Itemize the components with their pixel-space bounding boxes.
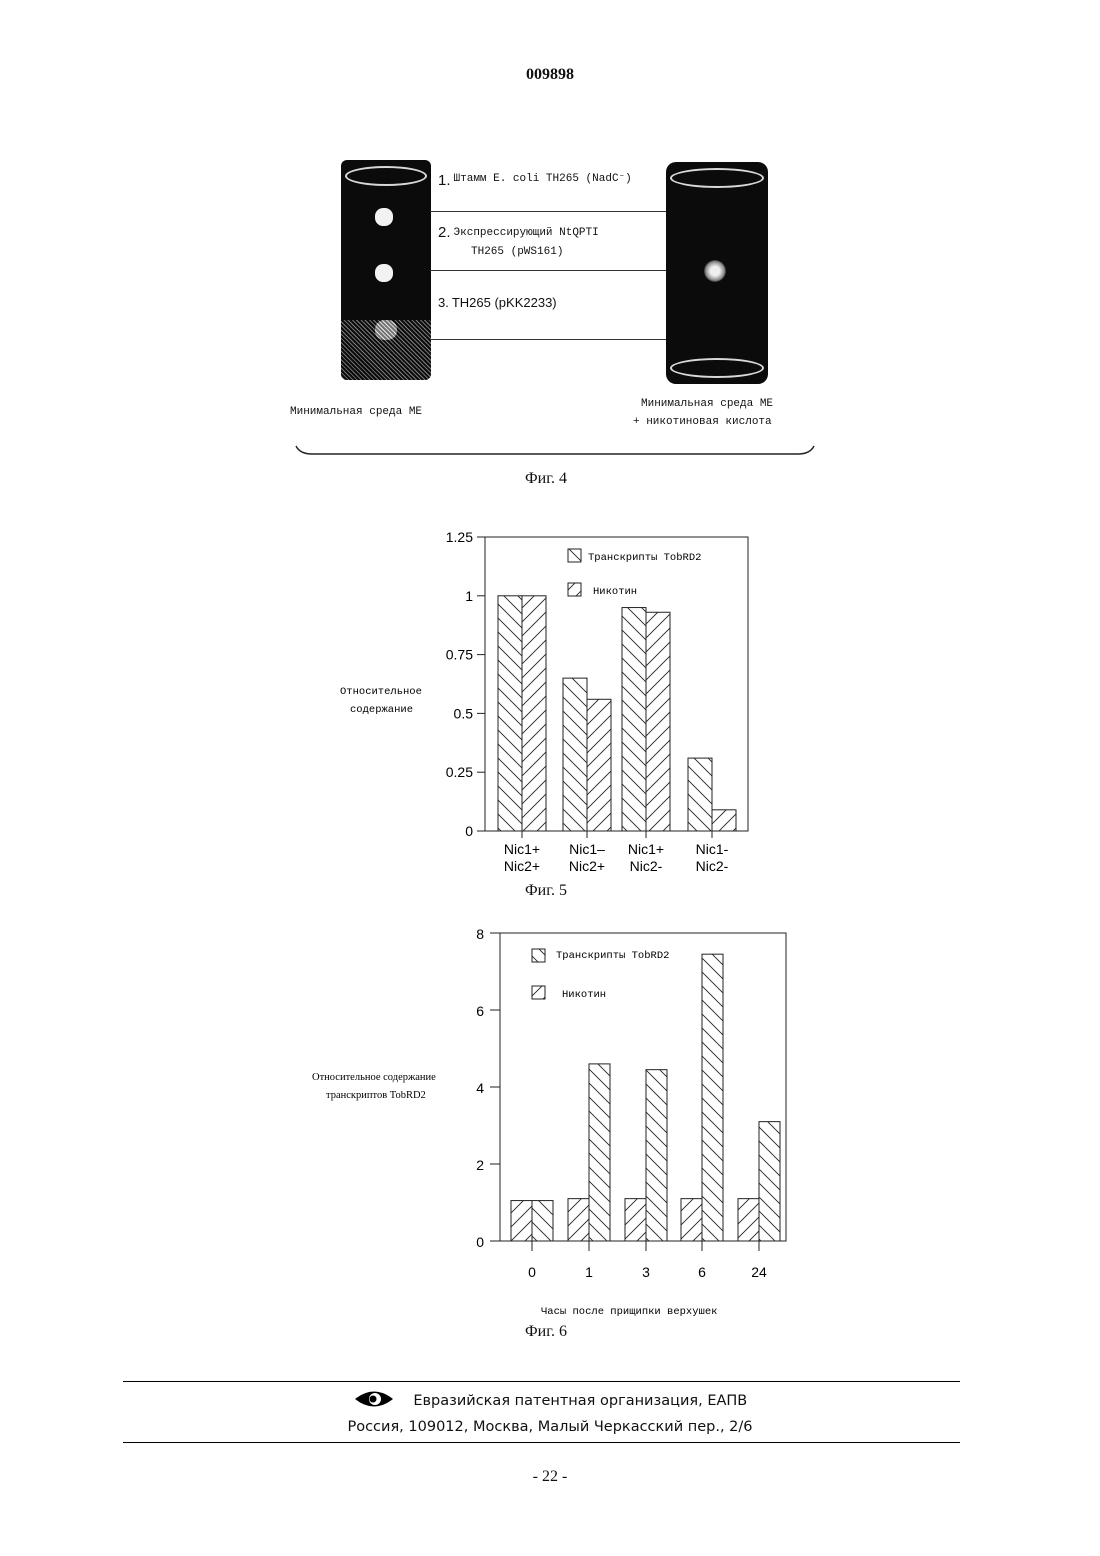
petri-plate-left: [341, 160, 431, 380]
legend-swatch-nicotine: [532, 986, 545, 999]
bar-transcripts-2: [622, 608, 646, 831]
left-medium-label: Минимальная среда МЕ: [290, 406, 422, 418]
bar-transcripts-0: [532, 1201, 553, 1241]
figure-5-caption: Фиг. 5: [525, 882, 567, 900]
plot-frame: [500, 933, 786, 1241]
bar-transcripts-3: [688, 758, 712, 831]
petri-plate-right: [666, 162, 768, 384]
footer-rule-top: [123, 1381, 960, 1382]
x-tick-label: 3: [642, 1264, 650, 1280]
bar-transcripts-1: [589, 1064, 610, 1241]
figure-6-caption: Фиг. 6: [525, 1323, 567, 1341]
x-tick-label: Nic1-: [696, 841, 729, 857]
row-divider-1: [430, 211, 666, 212]
lawn-texture: [341, 320, 431, 380]
bar-transcripts-2: [646, 1070, 667, 1241]
y-tick-label: 2: [476, 1157, 484, 1173]
legend-label-nicotine: Никотин: [593, 586, 637, 598]
legend-swatch-nicotine: [568, 583, 581, 596]
bar-nicotine-1: [568, 1199, 589, 1241]
figure-4-caption: Фиг. 4: [525, 470, 567, 488]
colony-1: [375, 208, 393, 226]
x-tick-label: 0: [528, 1264, 536, 1280]
right-medium-label-1: Минимальная среда МЕ: [641, 398, 773, 410]
bar-nicotine-0: [511, 1201, 532, 1241]
row-divider-3: [430, 339, 666, 340]
y-tick-label: 0.5: [454, 705, 474, 721]
y-tick-label: 4: [476, 1080, 484, 1096]
y-tick-label: 1: [465, 588, 473, 604]
figure-5-chart: 00.250.50.7511.25 Nic1+Nic2+Nic1–Nic2+Ni…: [330, 520, 770, 885]
x-axis-label: Часы после прищипки верхушек: [541, 1306, 717, 1318]
footer-org-text: Евразийская патентная организация, ЕАПВ: [413, 1393, 747, 1409]
y-tick-label: 0.25: [446, 764, 473, 780]
y-tick-label: 1.25: [446, 529, 473, 545]
footer-address: Россия, 109012, Москва, Малый Черкасский…: [0, 1419, 1100, 1435]
x-tick-label-2: Nic2+: [504, 858, 540, 874]
x-tick-label: 24: [751, 1264, 767, 1280]
x-tick-label: 1: [585, 1264, 593, 1280]
y-tick-label: 0: [465, 823, 473, 839]
page-number: - 22 -: [0, 1468, 1100, 1486]
x-tick-label-2: Nic2+: [569, 858, 605, 874]
x-tick-label: 6: [698, 1264, 706, 1280]
legend-label-transcripts: Транскрипты TobRD2: [556, 950, 669, 962]
figure-4-brace: [290, 440, 820, 464]
legend-swatch-transcripts: [568, 549, 581, 562]
row-2-label-line2: TH265 (pWS161): [471, 246, 563, 258]
footer-org: Евразийская патентная организация, ЕАПВ: [0, 1388, 1100, 1410]
colony-center: [704, 260, 726, 282]
legend-label-nicotine: Никотин: [562, 989, 606, 1001]
bar-nicotine-1: [587, 699, 611, 831]
bar-nicotine-3: [681, 1199, 702, 1241]
legend-swatch-transcripts: [532, 949, 545, 962]
y-axis-label-2: содержание: [350, 704, 413, 716]
bar-transcripts-1: [563, 678, 587, 831]
y-axis-label: Относительное содержание: [312, 1072, 436, 1083]
footer-rule-bottom: [123, 1442, 960, 1443]
figure-6-chart: 02468 013624 Относительное содержание тр…: [300, 920, 800, 1325]
y-axis-label: Относительное: [340, 686, 422, 698]
right-medium-label-2: + никотиновая кислота: [633, 416, 772, 428]
document-number: 009898: [0, 66, 1100, 84]
x-tick-label-2: Nic2-: [696, 858, 729, 874]
bar-transcripts-0: [498, 596, 522, 831]
x-tick-label: Nic1–: [569, 841, 605, 857]
row-2-label: 2. Экспрессирующий NtQPTI: [438, 224, 599, 241]
colony-2: [375, 264, 393, 282]
bar-nicotine-4: [738, 1199, 759, 1241]
bar-transcripts-3: [702, 954, 723, 1241]
bar-transcripts-4: [759, 1122, 780, 1241]
y-tick-label: 0.75: [446, 647, 473, 663]
bar-nicotine-2: [625, 1199, 646, 1241]
eapo-logo-icon: [353, 1388, 395, 1410]
y-axis-label-2: транскриптов TobRD2: [326, 1090, 426, 1101]
row-divider-2: [430, 270, 666, 271]
y-tick-label: 8: [476, 926, 484, 942]
y-tick-label: 0: [476, 1234, 484, 1250]
x-tick-label-2: Nic2-: [630, 858, 663, 874]
bar-nicotine-3: [712, 810, 736, 831]
y-tick-label: 6: [476, 1003, 484, 1019]
row-3-label: 3. TH265 (pKK2233): [438, 295, 557, 311]
bar-nicotine-2: [646, 612, 670, 831]
x-tick-label: Nic1+: [504, 841, 540, 857]
row-1-label: 1. Штамм E. coli TH265 (NadC⁻): [438, 171, 632, 189]
legend-label-transcripts: Транскрипты TobRD2: [588, 552, 701, 564]
bar-nicotine-0: [522, 596, 546, 831]
x-tick-label: Nic1+: [628, 841, 664, 857]
